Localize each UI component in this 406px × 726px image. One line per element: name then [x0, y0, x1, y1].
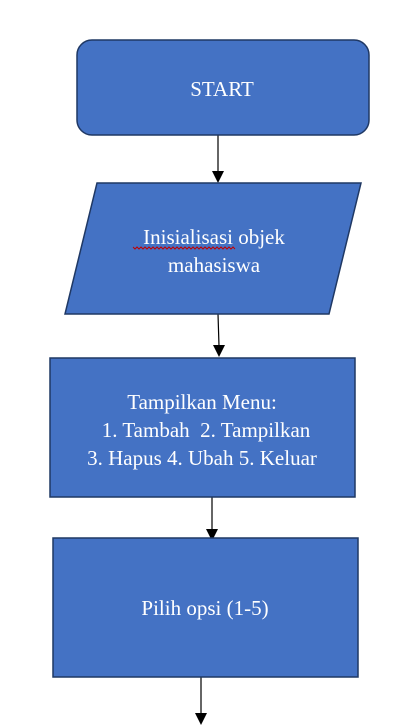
show-menu-node: Tampilkan Menu: 1. Tambah 2. Tampilkan 3…: [49, 357, 356, 498]
arrowhead-icon: [213, 345, 225, 357]
start-terminator-shape: [76, 39, 370, 136]
connector-start-to-init: [212, 135, 224, 183]
choose-option-label: Pilih opsi (1-5): [141, 596, 268, 620]
init-object-node: Inisialisasi objek mahasiswa: [64, 182, 362, 315]
init-object-label-line-1: Inisialisasi objek: [143, 225, 285, 249]
init-object-shape: [64, 182, 362, 315]
choose-option-node: Pilih opsi (1-5): [52, 537, 359, 678]
start-terminator: START: [76, 39, 370, 136]
arrowhead-icon: [206, 529, 218, 541]
arrowhead-icon: [195, 713, 207, 725]
connector-init-to-menu: [213, 313, 225, 357]
connector-menu-to-choose: [206, 497, 218, 541]
spellcheck-underline: [132, 246, 236, 250]
show-menu-label-line-3: 3. Hapus 4. Ubah 5. Keluar: [87, 446, 317, 470]
arrowhead-icon: [212, 171, 224, 183]
show-menu-shape: [49, 357, 356, 498]
init-object-label-line-2: mahasiswa: [168, 253, 261, 277]
show-menu-label-line-2: 1. Tambah 2. Tampilkan: [102, 418, 311, 442]
start-label: START: [190, 77, 254, 101]
connector-choose-to-next: [195, 677, 207, 725]
show-menu-label-line-1: Tampilkan Menu:: [127, 390, 277, 414]
choose-option-shape: [52, 537, 359, 678]
